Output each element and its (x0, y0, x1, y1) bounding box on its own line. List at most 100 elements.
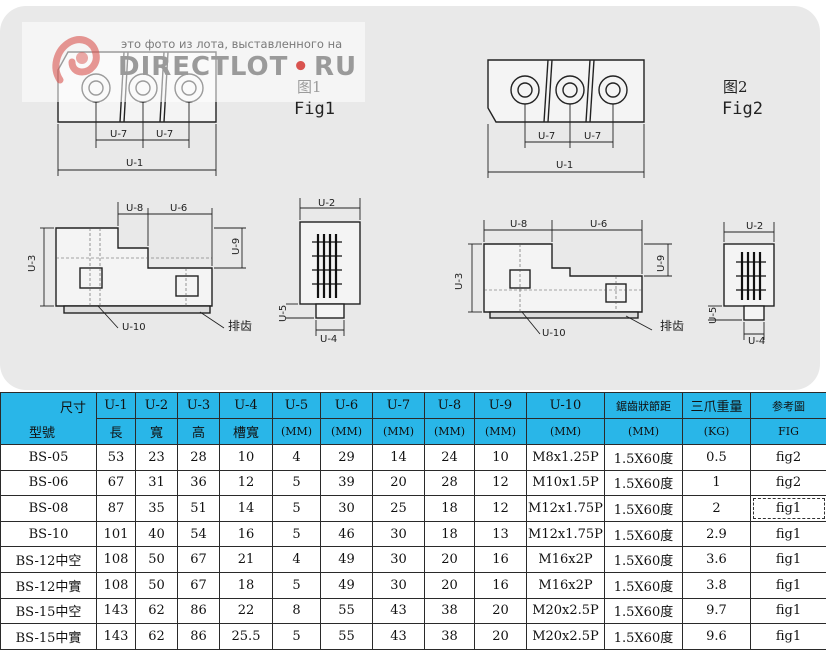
cell-u4: 21 (219, 546, 273, 573)
cell-u2: 62 (135, 623, 178, 650)
cell-serration-pitch: 1.5X60度 (604, 444, 683, 471)
table-header-row-bottom: 長 寬 高 槽寬 (MM) (MM) (MM) (MM) (MM) (MM) (… (1, 418, 826, 445)
fig1-u1-label: U-1 (126, 158, 143, 169)
col-header-u8: U-8 (424, 392, 475, 419)
col-header-u5: U-5 (272, 392, 321, 419)
cell-model: BS-05 (0, 444, 97, 471)
cell-u9: 12 (474, 469, 527, 497)
fig1-u6-label: U-6 (170, 203, 187, 214)
col-header-u4: U-4 (219, 392, 273, 419)
cell-weight: 9.6 (682, 623, 751, 650)
cell-ref-fig: fig2 (750, 469, 826, 497)
fig2-u7-label-b: U-7 (584, 131, 601, 142)
cell-u5: 5 (272, 469, 321, 497)
corner-label-model: 型號 (29, 426, 56, 441)
fig2-top-view (487, 59, 645, 123)
fig2-u10-label: U-10 (542, 328, 566, 339)
cell-u3: 54 (177, 520, 220, 548)
cell-serration-pitch: 1.5X60度 (604, 623, 683, 650)
fig1-u2-label: U-2 (318, 198, 335, 209)
cell-weight: 3.6 (682, 546, 751, 573)
cell-ref-fig: fig1 (750, 546, 826, 573)
cell-serration-pitch: 1.5X60度 (604, 469, 683, 497)
cell-u1: 87 (96, 495, 136, 522)
cell-u3: 86 (177, 623, 220, 650)
cell-u8: 38 (424, 623, 475, 650)
cell-u7: 14 (372, 444, 425, 471)
cell-weight: 2.9 (682, 520, 751, 548)
col-subheader-serration-pitch: (MM) (604, 418, 683, 445)
cell-u7: 30 (372, 520, 425, 548)
fig2-u6-label: U-6 (590, 219, 607, 230)
fig2-u2-label: U-2 (746, 221, 763, 232)
cell-model: BS-06 (0, 469, 97, 497)
cell-model: BS-15中實 (0, 623, 97, 650)
cell-u6: 55 (320, 597, 373, 625)
cell-u10: M20x2.5P (526, 597, 605, 625)
cell-u5: 4 (272, 444, 321, 471)
cell-u8: 20 (424, 546, 475, 573)
fig2-u9-label: U-9 (656, 255, 667, 272)
col-subheader-u6: (MM) (320, 418, 373, 445)
cell-u7: 30 (372, 571, 425, 599)
cell-serration-pitch: 1.5X60度 (604, 546, 683, 573)
cell-u3: 51 (177, 495, 220, 522)
cell-u9: 20 (474, 623, 527, 650)
col-header-u9: U-9 (474, 392, 527, 419)
cell-u7: 30 (372, 546, 425, 573)
cell-u8: 18 (424, 495, 475, 522)
watermark-overlay (22, 22, 365, 102)
cell-u8: 38 (424, 597, 475, 625)
cell-u5: 5 (272, 571, 321, 599)
cell-model: BS-12中空 (0, 546, 97, 573)
cell-ref-fig: fig1 (750, 571, 826, 599)
watermark-brand-tld: RU (313, 52, 358, 82)
cell-u9: 10 (474, 444, 527, 471)
fig1-u8-label: U-8 (126, 203, 143, 214)
cell-u9: 20 (474, 597, 527, 625)
fig2-title-en: Fig2 (722, 99, 763, 119)
cell-u2: 50 (135, 546, 178, 573)
spec-table: 尺寸 型號 U-1 U-2 U-3 U-4 U-5 U-6 U-7 U-8 U-… (0, 392, 826, 650)
cell-u7: 43 (372, 623, 425, 650)
cell-u6: 46 (320, 520, 373, 548)
fig1-u9-label: U-9 (231, 238, 242, 255)
cell-u2: 23 (135, 444, 178, 471)
fig2-u5-label: U-5 (708, 307, 719, 324)
table-header-row-top: 尺寸 型號 U-1 U-2 U-3 U-4 U-5 U-6 U-7 U-8 U-… (0, 392, 826, 445)
cell-serration-pitch: 1.5X60度 (604, 495, 683, 522)
cell-u9: 12 (474, 495, 527, 522)
cell-u9: 16 (474, 571, 527, 599)
cell-u5: 8 (272, 597, 321, 625)
cell-weight: 3.8 (682, 571, 751, 599)
cell-serration-pitch: 1.5X60度 (604, 520, 683, 548)
cell-u7: 43 (372, 597, 425, 625)
col-header-u3: U-3 (177, 392, 220, 419)
table-corner-header: 尺寸 型號 (0, 392, 97, 445)
cell-u9: 16 (474, 546, 527, 573)
fig1-u4-label: U-4 (320, 334, 337, 345)
cell-weight: 1 (682, 469, 751, 497)
cell-u4: 25.5 (219, 623, 273, 650)
cell-u4: 18 (219, 571, 273, 599)
cell-u4: 10 (219, 444, 273, 471)
cell-ref-fig: fig2 (750, 444, 826, 471)
cell-u8: 28 (424, 469, 475, 497)
cell-model: BS-15中空 (0, 597, 97, 625)
fig1-front-view (55, 227, 213, 314)
cell-u1: 108 (96, 546, 136, 573)
cell-u7: 25 (372, 495, 425, 522)
brand-logo-icon (52, 36, 100, 84)
cell-weight: 0.5 (682, 444, 751, 471)
cell-u8: 20 (424, 571, 475, 599)
col-subheader-u3: 高 (177, 418, 220, 445)
fig2-u4-label: U-4 (748, 336, 765, 347)
cell-u4: 22 (219, 597, 273, 625)
cell-u6: 49 (320, 546, 373, 573)
cell-u3: 86 (177, 597, 220, 625)
fig1-u5-label: U-5 (278, 305, 289, 322)
